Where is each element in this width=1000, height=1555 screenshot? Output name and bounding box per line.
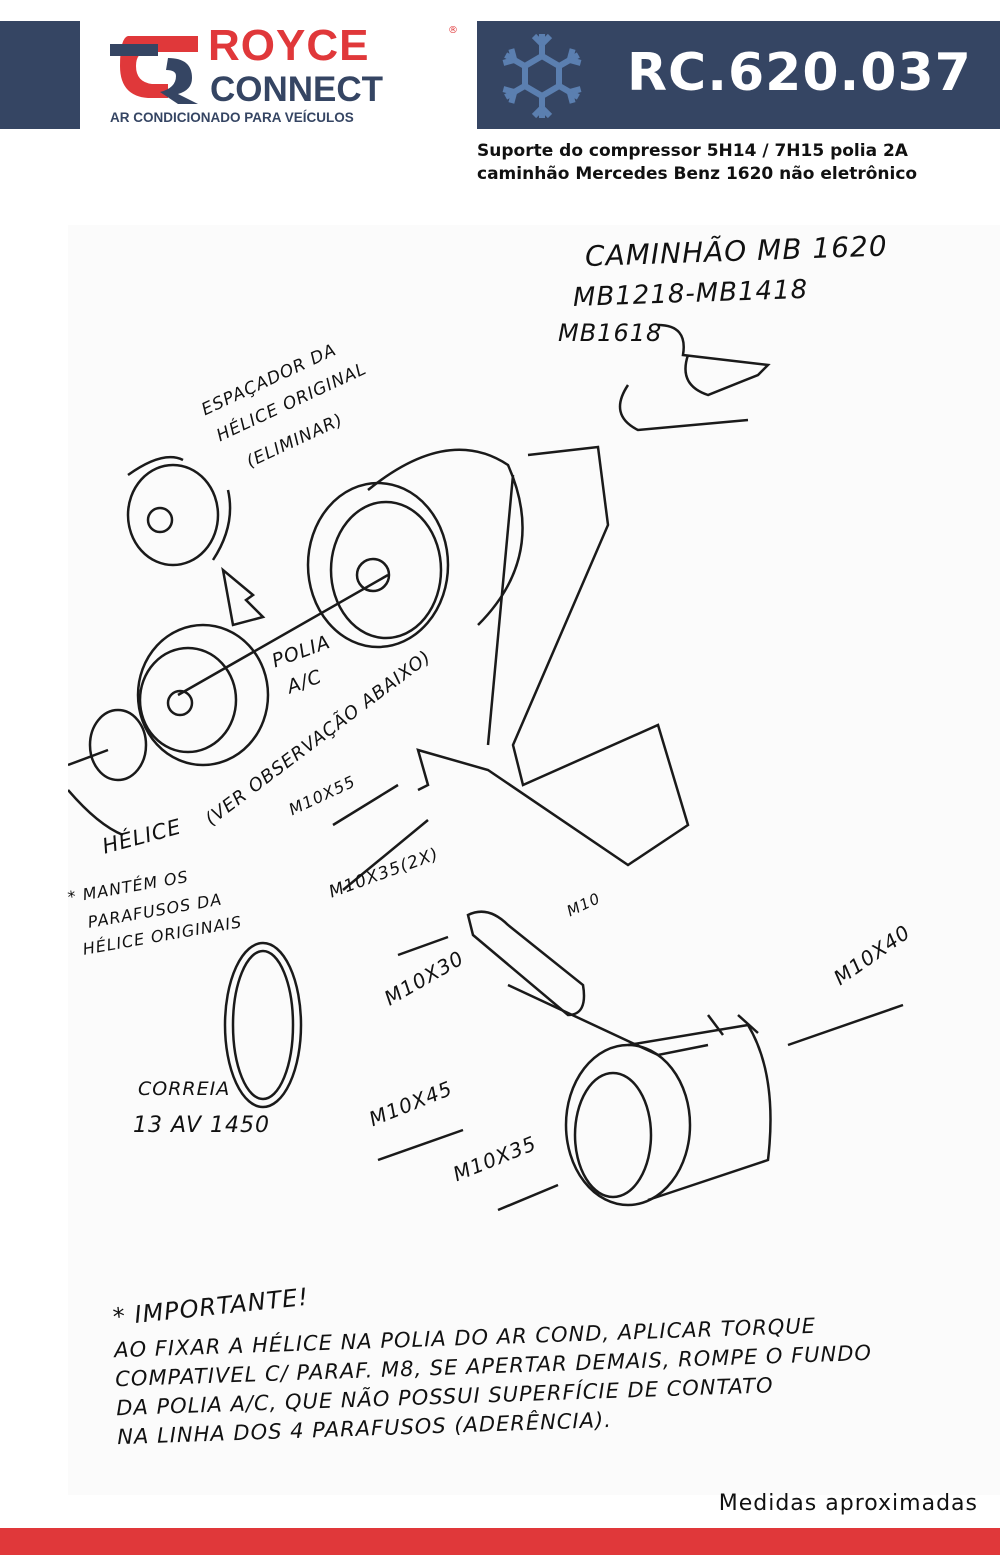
belt-label-2: 13 AV 1450 xyxy=(133,1113,270,1138)
header-left-block xyxy=(0,21,80,129)
product-code-banner: RC.620.037 xyxy=(477,21,1000,129)
brand-tagline: AR CONDICIONADO PARA VEÍCULOS xyxy=(110,110,354,125)
approximate-measures-note: Medidas aproximadas xyxy=(718,1491,978,1516)
vehicle-label-3: MB1618 xyxy=(558,319,663,347)
description-line-2: caminhão Mercedes Benz 1620 não eletrôni… xyxy=(477,164,918,184)
assembly-drawing xyxy=(68,323,904,1212)
description-line-1: Suporte do compressor 5H14 / 7H15 polia … xyxy=(477,141,908,161)
important-note: * IMPORTANTE! AO FIXAR A HÉLICE NA POLIA… xyxy=(112,1277,875,1452)
product-code: RC.620.037 xyxy=(627,43,972,103)
royce-connect-logo: ROYCE ® CONNECT AR CONDICIONADO PARA VEÍ… xyxy=(108,22,468,132)
footer-bar xyxy=(0,1528,1000,1555)
belt-label-1: CORREIA xyxy=(138,1078,231,1100)
vehicle-label-2: MB1218-MB1418 xyxy=(572,274,809,313)
snowflake-icon xyxy=(497,33,587,121)
rc-logo-mark-icon xyxy=(110,36,198,104)
brand-name-royce: ROYCE xyxy=(208,21,370,70)
brand-name-connect: CONNECT xyxy=(210,70,384,109)
registered-mark: ® xyxy=(448,25,458,36)
product-description: Suporte do compressor 5H14 / 7H15 polia … xyxy=(477,140,917,186)
assembly-sketch: CAMINHÃO MB 1620 MB1218-MB1418 MB1618 ES… xyxy=(66,225,1000,1495)
